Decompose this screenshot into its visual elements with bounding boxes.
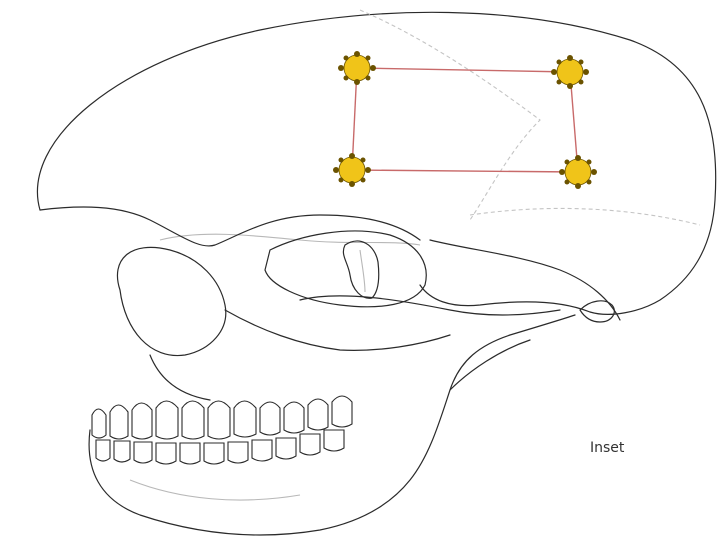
cheek-curve	[150, 355, 210, 400]
marker-icon	[338, 51, 376, 85]
coronal-suture	[360, 10, 540, 220]
marker-icon	[551, 55, 589, 89]
squamosal-suture	[470, 208, 700, 225]
upper-teeth	[92, 396, 352, 439]
cranium-outline	[37, 12, 715, 314]
stereotactic-frame	[352, 68, 578, 172]
brow-ridge	[40, 207, 420, 246]
orbit-left	[117, 247, 225, 355]
figure-caption: Inset	[590, 440, 624, 456]
mandible-ramus	[450, 340, 530, 390]
marker-icon	[333, 153, 371, 187]
temporal-line	[430, 240, 620, 320]
nasal-septum	[360, 250, 365, 292]
nasal-aperture	[343, 241, 378, 298]
mental-line	[130, 480, 300, 500]
sphenoid-suture	[160, 234, 420, 245]
occipital-line	[420, 285, 590, 312]
maxilla-line	[225, 310, 450, 350]
marker-icon	[559, 155, 597, 189]
